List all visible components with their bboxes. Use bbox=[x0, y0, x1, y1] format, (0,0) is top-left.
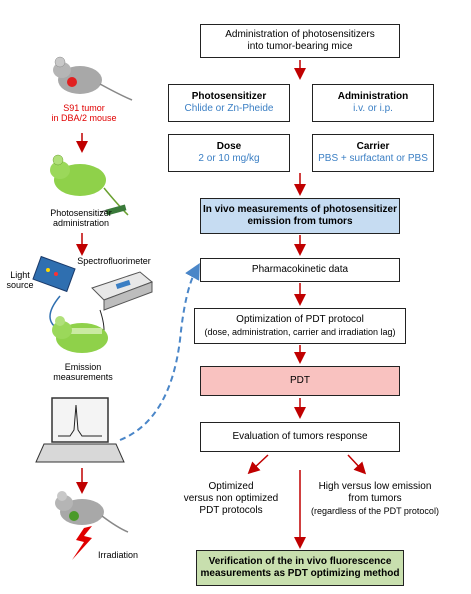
step-high-vs-low: High versus low emission from tumors (re… bbox=[310, 476, 440, 522]
flow-arrows bbox=[76, 60, 367, 549]
mouse-green-injection bbox=[50, 154, 129, 216]
irradiation-bolt-icon bbox=[72, 526, 92, 560]
light-source-device bbox=[32, 255, 76, 293]
step-administration: Administration of photosensitizers into … bbox=[200, 24, 400, 58]
step-pharmacokinetic: Pharmacokinetic data bbox=[200, 258, 400, 282]
step-evaluation: Evaluation of tumors response bbox=[200, 422, 400, 452]
step-carrier: Carrier PBS + surfactant or PBS bbox=[312, 134, 434, 172]
step-optimization: Optimization of PDT protocol (dose, admi… bbox=[194, 308, 406, 344]
data-flow-dashed-arrow bbox=[119, 262, 200, 441]
label-spectrofluorimeter: Spectrofluorimeter bbox=[77, 256, 151, 266]
step-verification: Verification of the in vivo fluorescence… bbox=[196, 550, 404, 586]
step-admin-route: Administration i.v. or i.p. bbox=[312, 84, 434, 122]
laptop-graph bbox=[35, 397, 125, 463]
mouse-gray-tumor bbox=[53, 56, 133, 101]
spectrofluorimeter-device bbox=[91, 271, 153, 311]
step-dose: Dose 2 or 10 mg/kg bbox=[168, 134, 290, 172]
mouse-gray-irradiation bbox=[55, 491, 129, 533]
label-emission: Emission measurements bbox=[53, 362, 113, 382]
step-optimized-vs-non: Optimized versus non optimized PDT proto… bbox=[172, 476, 290, 522]
label-irradiation: Irradiation bbox=[97, 550, 139, 560]
step-invivo: In vivo measurements of photosensitizer … bbox=[200, 198, 400, 234]
step-photosensitizer: Photosensitizer Chlide or Zn-Pheide bbox=[168, 84, 290, 122]
label-tumor: S91 tumor in DBA/2 mouse bbox=[51, 103, 117, 123]
label-ps-admin: Photosensitizer administration bbox=[50, 208, 112, 228]
step-pdt: PDT bbox=[200, 366, 400, 396]
mouse-green-measurement bbox=[52, 316, 108, 353]
label-light-source: Light source bbox=[6, 270, 34, 290]
